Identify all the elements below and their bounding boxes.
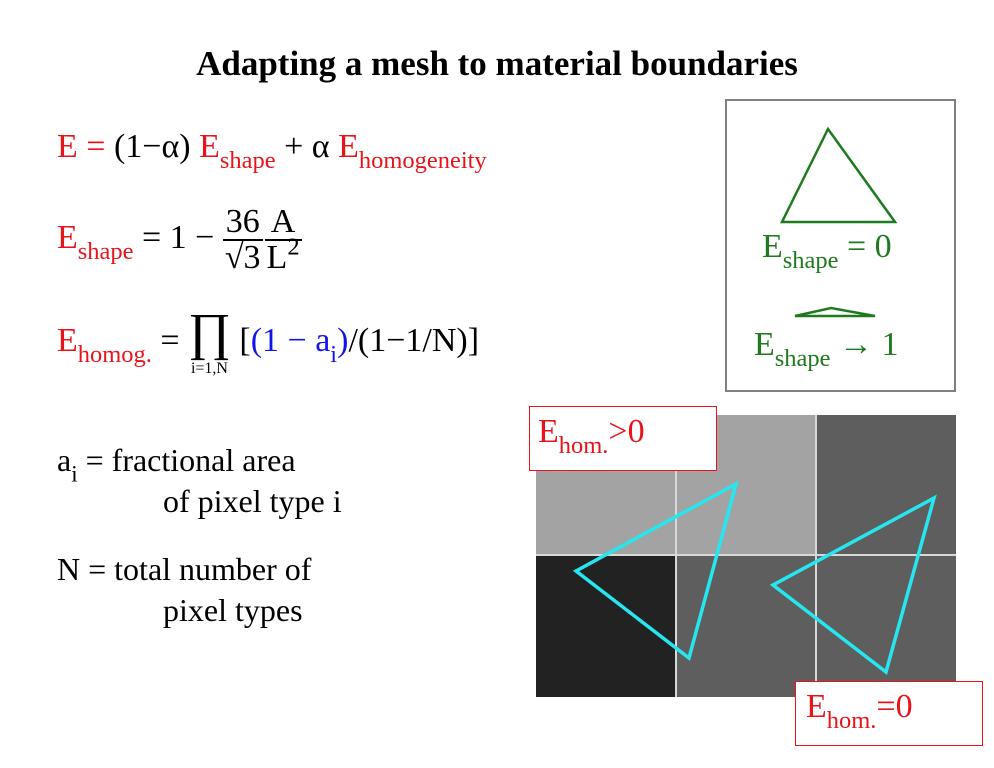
e-shape-term: Eshape <box>199 128 276 175</box>
pixel-grid <box>536 415 956 697</box>
homogeneity-energy-equation: Ehomog. = ∏i=1,N [(1 − ai)/(1−1/N)] <box>57 304 480 377</box>
normalization-term: /(1−1/N)] <box>348 322 480 360</box>
flat-triangle <box>794 306 876 318</box>
e-shape-one-label: Eshape → 1 <box>754 326 899 373</box>
definition-n-line2: pixel types <box>163 592 303 628</box>
pixel-top-right <box>816 415 956 555</box>
e-hom-zero-label: Ehom.=0 <box>795 681 983 746</box>
definition-ai-line2: of pixel type i <box>163 483 342 519</box>
definition-ai-line1: ai = fractional area <box>57 442 296 487</box>
definition-n-line1: N = total number of <box>57 551 312 587</box>
pixel-bottom-right <box>816 555 956 697</box>
page-title: Adapting a mesh to material boundaries <box>196 44 798 83</box>
triangle-inhomogeneous <box>572 480 739 661</box>
shape-example-triangles <box>779 126 898 318</box>
e-hom-positive-label: Ehom.>0 <box>529 406 717 471</box>
plus-alpha: + α <box>275 128 339 165</box>
bracket-open: [ <box>230 322 251 360</box>
e-homogeneity-term: Ehomogeneity <box>338 128 487 175</box>
triangle-homogeneous <box>769 494 937 675</box>
shape-example-box <box>725 99 956 392</box>
equals-sign: = <box>151 322 189 360</box>
energy-equation: E = (1−α) Eshape + α Ehomogeneity <box>57 128 487 175</box>
fraction-36-root3: 36√3 <box>222 203 263 276</box>
e-shape-lhs: Eshape <box>57 218 134 265</box>
one-minus: = 1 − <box>133 218 223 256</box>
e-shape-zero-label: Eshape = 0 <box>762 228 892 275</box>
e-homog-lhs: Ehomog. <box>57 322 152 369</box>
pixel-bottom-left <box>536 555 676 697</box>
one-minus-ai-term: (1 − ai) <box>250 322 349 369</box>
product-operator: ∏i=1,N <box>188 304 231 377</box>
equals-sign: = <box>77 128 114 165</box>
equilateral-triangle <box>779 126 898 224</box>
energy-symbol: E <box>57 128 78 165</box>
one-minus-alpha: (1−α) <box>113 128 200 165</box>
